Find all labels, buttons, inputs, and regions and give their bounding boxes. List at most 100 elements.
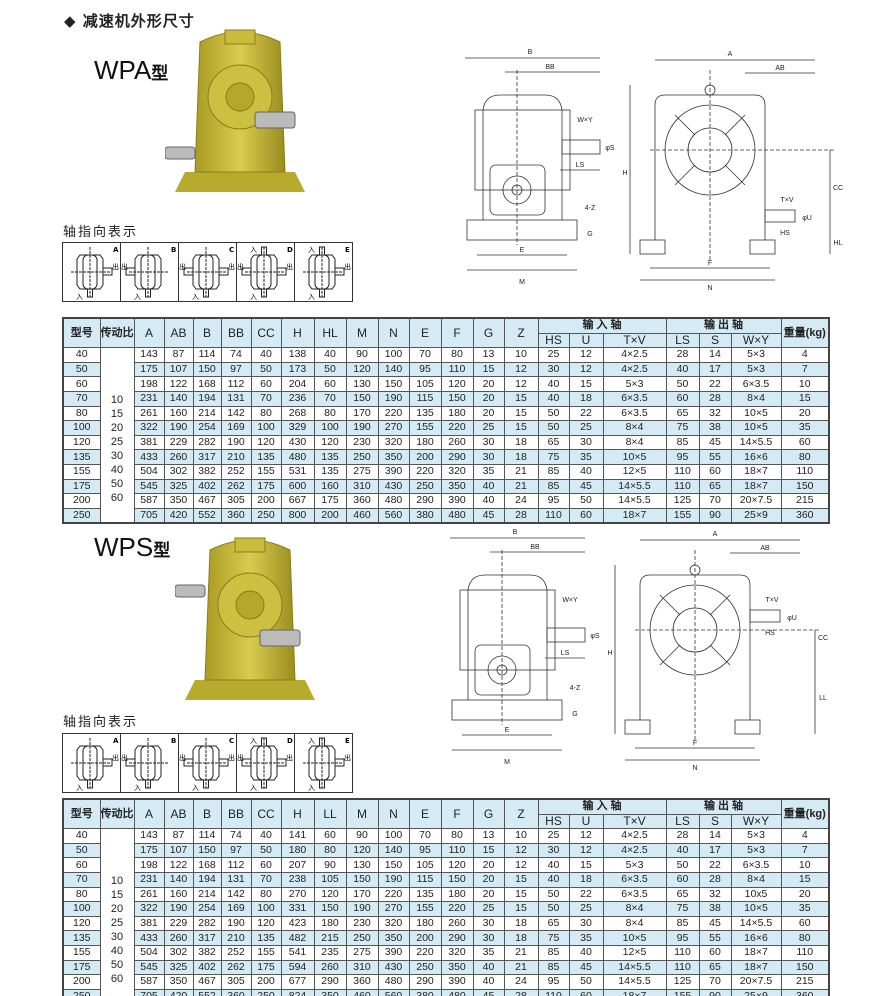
table-cell: 350: [440, 478, 474, 495]
dimension-label-cc: CC: [833, 185, 843, 192]
table-cell: 250: [408, 959, 442, 976]
table-cell: 169: [220, 420, 252, 436]
table-cell: 254: [192, 901, 222, 917]
table-cell: 262: [220, 478, 252, 495]
table-cell: 30: [472, 434, 505, 451]
table-cell: 382: [192, 463, 222, 480]
table-cell: 25×9: [730, 507, 782, 524]
table-cell: 50: [568, 974, 604, 990]
table-cell: 180: [440, 886, 474, 903]
table-cell: 110: [665, 463, 700, 480]
input-mark: 入: [250, 737, 257, 745]
table-cell: 50: [250, 361, 282, 378]
table-cell: 100: [377, 347, 410, 363]
ratio-value: 60: [110, 973, 124, 986]
table-cell: 45: [568, 959, 604, 976]
table-cell: 100: [250, 901, 282, 917]
table-cell: 14×5.5: [602, 493, 667, 509]
table-cell: 231: [133, 390, 165, 407]
table-cell: 120: [250, 915, 282, 932]
input-mark: 入: [192, 784, 199, 792]
table-cell: 214: [192, 886, 222, 903]
table-cell: 85: [537, 463, 570, 480]
table-cell: 381: [133, 915, 165, 932]
table-cell: 120: [440, 857, 474, 873]
table-cell: 95: [537, 493, 570, 509]
table-cell: 230: [345, 434, 379, 451]
table-cell: 552: [192, 507, 222, 524]
table-cell: 190: [345, 901, 379, 917]
table-cell: 87: [163, 828, 194, 844]
table-cell: 105: [408, 857, 442, 873]
table-cell: 204: [280, 376, 315, 392]
table-cell: 40: [537, 390, 570, 407]
table-cell: 40: [472, 974, 505, 990]
table-cell: 8×4: [602, 915, 667, 932]
table-cell: 110: [537, 507, 570, 524]
table-cell: 260: [440, 434, 474, 451]
column-header: E: [408, 798, 442, 830]
table-cell: 95: [665, 449, 700, 465]
table-cell: 168: [192, 376, 222, 392]
table-cell: 155: [665, 988, 700, 996]
table-cell: 317: [192, 449, 222, 465]
input-mark: 入: [134, 784, 141, 792]
table-cell: 190: [220, 915, 252, 932]
direction-letter: B: [171, 246, 176, 254]
table-cell: 360: [220, 988, 252, 996]
table-cell: 220: [408, 944, 442, 961]
table-cell: 587: [133, 974, 165, 990]
dimension-label-m: M: [519, 279, 525, 286]
table-cell: 22: [698, 376, 732, 392]
table-cell: 60: [568, 507, 604, 524]
table-cell: 75: [665, 901, 700, 917]
table-cell: 190: [220, 434, 252, 451]
table-cell: 15: [503, 901, 539, 917]
table-cell: 5×3: [730, 361, 782, 378]
table-cell: 12×5: [602, 944, 667, 961]
table-cell: 135: [62, 449, 101, 465]
table-cell: 14×5.5: [602, 478, 667, 495]
dimension-label-ls: LS: [561, 650, 570, 657]
main-title: ◆ 减速机外形尺寸: [64, 12, 195, 30]
table-cell: 50: [313, 361, 347, 378]
table-cell: 75: [537, 449, 570, 465]
table-cell: 70: [250, 390, 282, 407]
column-header: A: [133, 798, 165, 830]
dimension-label-cc: CC: [818, 635, 828, 642]
table-cell: 390: [377, 944, 410, 961]
table-cell: 25: [537, 347, 570, 363]
table-cell: 80: [780, 930, 830, 946]
table-cell: 322: [133, 420, 165, 436]
table-cell: 13: [472, 828, 505, 844]
table-cell: 87: [163, 347, 194, 363]
table-cell: 70: [62, 871, 101, 888]
ratio-value: 50: [110, 478, 124, 491]
table-cell: 125: [665, 493, 700, 509]
table-cell: 190: [345, 420, 379, 436]
table-cell: 21: [503, 944, 539, 961]
table-cell: 268: [280, 405, 315, 422]
table-cell: 22: [568, 886, 604, 903]
table-cell: 18×7: [602, 507, 667, 524]
table-cell: 552: [192, 988, 222, 996]
input-mark: 入: [250, 784, 257, 792]
column-header: AB: [163, 317, 194, 349]
table-cell: 168: [192, 857, 222, 873]
table-cell: 560: [377, 507, 410, 524]
column-header: Z: [503, 317, 539, 349]
table-cell: 22: [568, 405, 604, 422]
table-cell: 250: [345, 449, 379, 465]
table-cell: 80: [250, 405, 282, 422]
table-cell: 5×3: [602, 857, 667, 873]
table-cell: 275: [345, 463, 379, 480]
table-cell: 402: [192, 478, 222, 495]
table-cell: 45: [472, 507, 505, 524]
